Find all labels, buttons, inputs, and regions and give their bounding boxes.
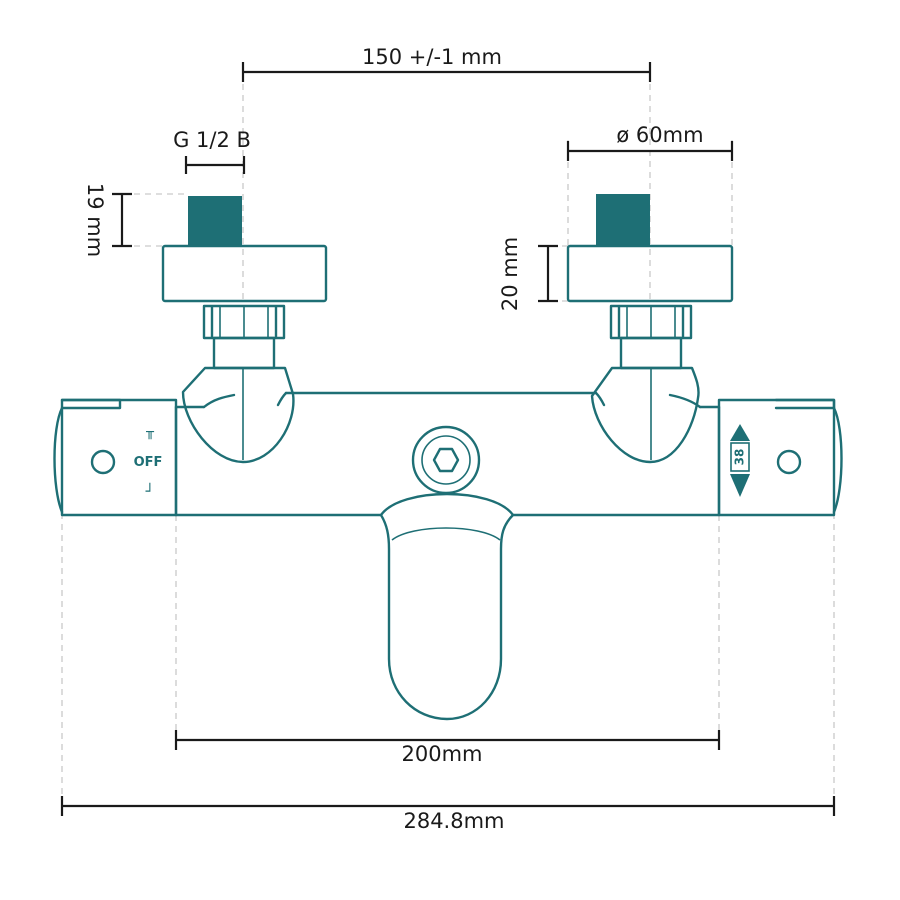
dimension-thread: G 1/2 B (173, 128, 251, 174)
arrow-down-icon (730, 474, 750, 497)
left-hex-nut (202, 304, 286, 340)
left-handle-button (90, 449, 116, 475)
off-label: OFF (134, 455, 163, 470)
left-inlet-assembly (161, 196, 328, 464)
shower-icon: ╥ (145, 425, 154, 440)
dimension-thread-length: 19 mm (83, 183, 132, 257)
dimension-cover-diameter: ø 60mm (566, 123, 734, 161)
spout-icon: ┘ (146, 483, 154, 500)
arrow-up-icon (730, 424, 750, 441)
inlet-spacing-label: 150 +/-1 mm (362, 45, 502, 69)
right-thread-stub (596, 194, 650, 246)
thread-label: G 1/2 B (173, 128, 251, 152)
overall-length-label: 284.8mm (403, 809, 504, 833)
body-length-label: 200mm (402, 742, 483, 766)
hex-socket-icon (432, 447, 460, 473)
right-cover-flange (566, 244, 734, 303)
dimension-inlet-spacing: 150 +/-1 mm (241, 45, 652, 82)
dimension-overall-length: 284.8mm (60, 796, 836, 833)
left-elbow (181, 366, 295, 464)
right-connector-neck (619, 336, 683, 370)
right-inlet-assembly (566, 194, 734, 464)
dimension-cover-depth: 20 mm (498, 237, 558, 311)
cover-depth-label: 20 mm (498, 237, 522, 311)
mixer-body (174, 391, 721, 721)
body-bar (174, 391, 721, 517)
cover-diameter-label: ø 60mm (616, 123, 703, 147)
left-thread-stub (188, 196, 242, 246)
spout (379, 492, 515, 721)
outlet-plug-outer (411, 425, 481, 495)
left-cover-flange (161, 244, 328, 303)
temperature-label: 38 (733, 449, 747, 466)
right-elbow (590, 366, 700, 464)
thread-length-label: 19 mm (83, 183, 107, 257)
left-handle[interactable]: ╥ OFF ┘ (53, 398, 178, 517)
dimension-body-length: 200mm (174, 730, 721, 766)
right-hex-nut (609, 304, 693, 340)
left-connector-neck (212, 336, 276, 370)
right-handle[interactable]: 38 (717, 398, 843, 517)
right-handle-button (776, 449, 802, 475)
